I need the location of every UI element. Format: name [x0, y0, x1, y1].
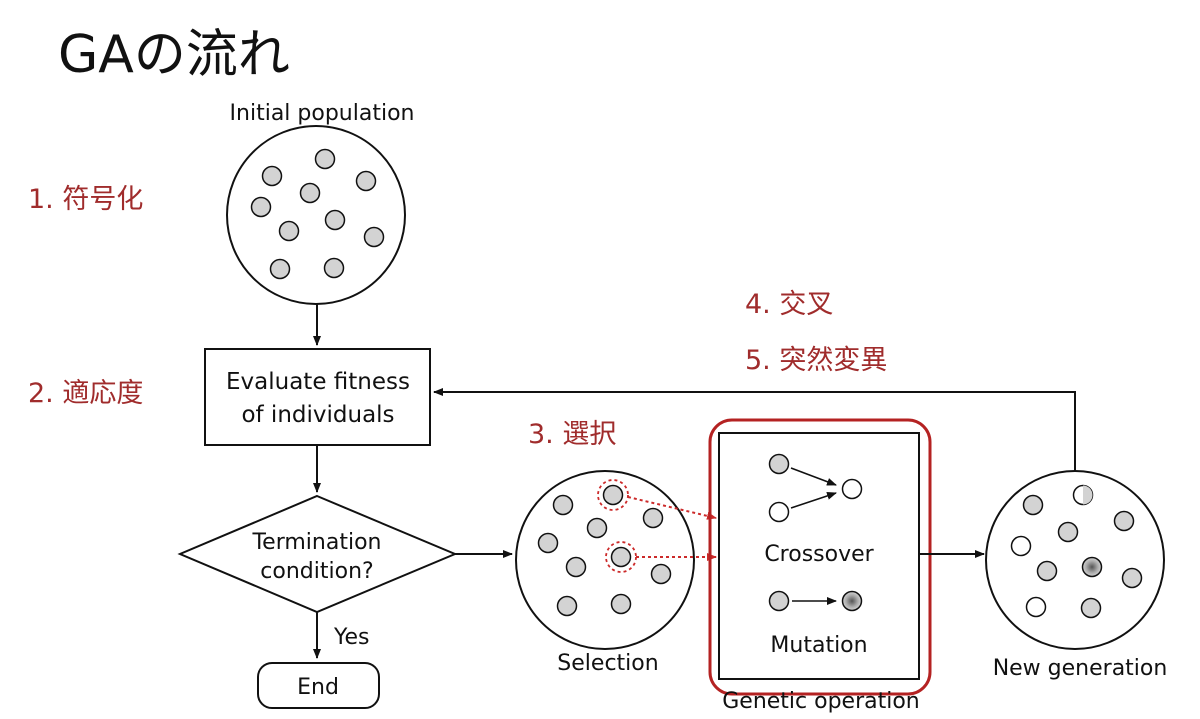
end-label: End [297, 675, 339, 700]
individual [642, 507, 664, 529]
individual [586, 517, 608, 539]
yes-label: Yes [333, 625, 370, 650]
step-fitness-label: 2. 適応度 [28, 378, 143, 409]
individual [1057, 521, 1079, 543]
page-title: GAの流れ [58, 25, 290, 85]
crossover-label: Crossover [764, 542, 874, 567]
individual [261, 165, 283, 187]
genetic-operation-box [718, 432, 920, 680]
initial-population-label: Initial population [230, 101, 415, 126]
individual [556, 595, 578, 617]
genetic-operation-label: Genetic operation [722, 689, 920, 714]
loop-back-arrow [433, 388, 1076, 471]
step-crossover-label: 4. 交叉 [745, 289, 833, 320]
end-terminator [257, 662, 380, 709]
step-encoding-label: 1. 符号化 [28, 184, 143, 215]
evaluate-fitness-box [204, 348, 431, 446]
individual [565, 556, 587, 578]
individual [299, 182, 321, 204]
individual [1022, 494, 1044, 516]
individual [269, 258, 291, 280]
new-generation-label: New generation [993, 656, 1168, 681]
individual [250, 196, 272, 218]
offspring-individual [1010, 535, 1032, 557]
individual [1080, 597, 1102, 619]
offspring-individual [1025, 596, 1047, 618]
individual [314, 148, 336, 170]
selection-population-circle [515, 470, 695, 650]
evaluate-line2: of individuals [241, 402, 394, 428]
individual [323, 257, 345, 279]
individual [324, 209, 346, 231]
individual [363, 226, 385, 248]
mutant-individual [1081, 556, 1103, 578]
mutation-schematic [768, 590, 863, 612]
selection-label: Selection [557, 651, 658, 676]
evaluate-line1: Evaluate fitness [226, 369, 410, 395]
crossover-schematic [768, 453, 863, 523]
genetic-operation-highlight [708, 418, 932, 696]
individual [650, 563, 672, 585]
new-generation-circle [985, 470, 1165, 650]
selection-highlight [597, 479, 629, 511]
individual [1113, 510, 1135, 532]
selected-individual [610, 546, 632, 568]
mutation-label: Mutation [770, 633, 867, 658]
selected-individual [602, 484, 624, 506]
termination-line1: Termination [251, 530, 381, 555]
individual [278, 220, 300, 242]
individual [610, 593, 632, 615]
individual [1121, 567, 1143, 589]
step-mutation-label: 5. 突然変異 [745, 345, 887, 376]
initial-population-circle [226, 125, 406, 305]
termination-line2: condition? [260, 559, 373, 584]
step-selection-label: 3. 選択 [528, 419, 616, 450]
individual [355, 170, 377, 192]
individual [537, 532, 559, 554]
individual [552, 494, 574, 516]
individual [1036, 560, 1058, 582]
